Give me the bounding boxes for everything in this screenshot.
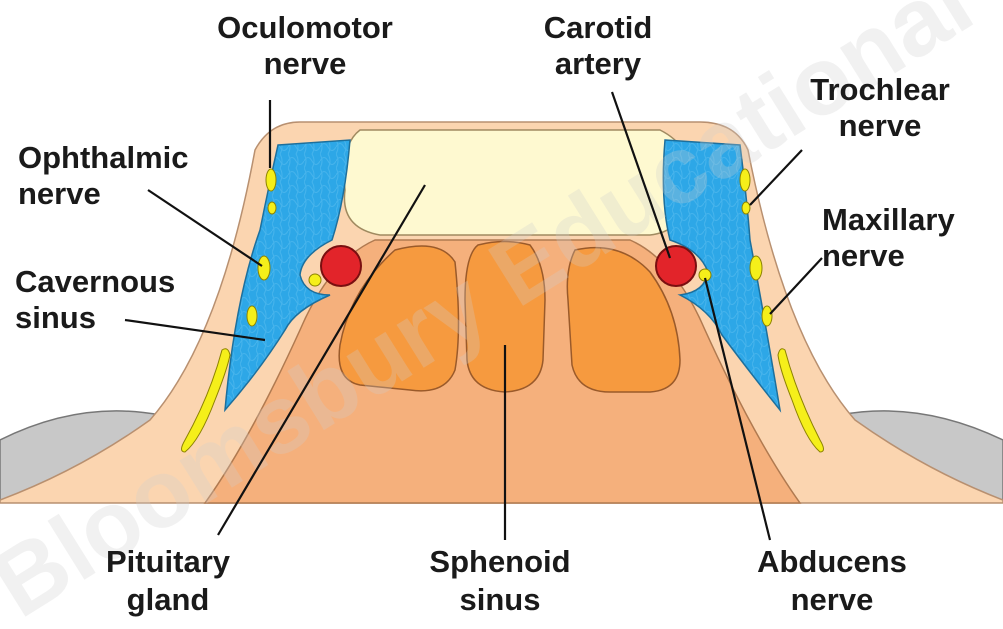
right-maxillary-nerve [762, 306, 772, 326]
left-abducens-nerve [309, 274, 321, 286]
left-maxillary-nerve [247, 306, 257, 326]
left-trochlear-nerve [268, 202, 276, 214]
left-ophthalmic-nerve [258, 256, 270, 280]
left-oculomotor-nerve [266, 169, 276, 191]
right-carotid-artery [656, 246, 696, 286]
left-carotid-artery [321, 246, 361, 286]
right-ophthalmic-nerve [750, 256, 762, 280]
right-trochlear-nerve [742, 202, 750, 214]
